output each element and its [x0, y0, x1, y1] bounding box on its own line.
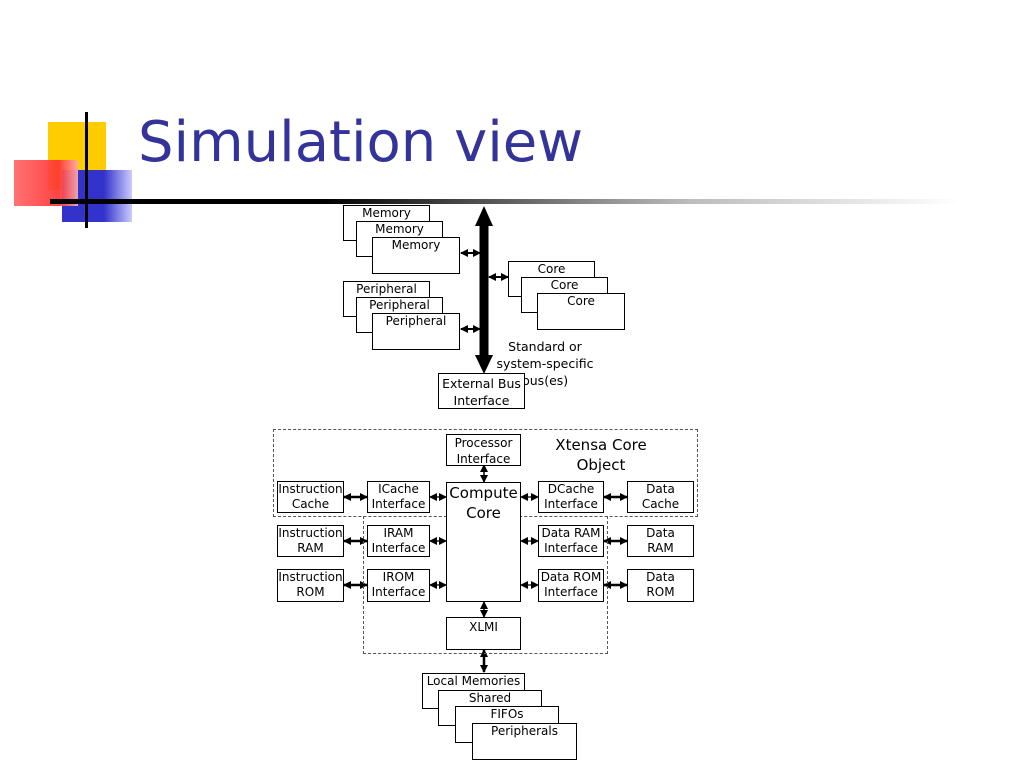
dcache-interface-box: DCache Interface	[538, 481, 604, 513]
xlmi-box: XLMI	[446, 617, 521, 650]
icache-interface-box: ICache Interface	[367, 481, 430, 513]
bus-label: Standard or system-specific bus(es)	[496, 339, 594, 388]
title-underline	[50, 199, 960, 204]
deco-vertical-line	[85, 112, 88, 228]
instruction-rom-box: Instruction ROM	[277, 569, 344, 602]
core-box-3: Core	[537, 293, 625, 330]
iram-interface-box: IRAM Interface	[367, 525, 430, 557]
data-rom-box: Data ROM	[627, 569, 694, 602]
compute-core-box: Compute Core	[446, 482, 521, 602]
data-cache-box: Data Cache	[627, 481, 694, 513]
data-ram-box: Data RAM	[627, 525, 694, 557]
data-ram-interface-box: Data RAM Interface	[538, 525, 604, 557]
irom-interface-box: IROM Interface	[367, 569, 430, 602]
instruction-ram-box: Instruction RAM	[277, 525, 344, 557]
peripheral-box-3: Peripheral	[372, 313, 460, 350]
deco-red-square	[14, 160, 78, 206]
processor-interface-box: Processor Interface	[446, 434, 521, 466]
xtensa-core-object-label: Xtensa Core Object	[555, 436, 647, 474]
xtensa-core-lower-region	[363, 516, 608, 654]
data-rom-interface-box: Data ROM Interface	[538, 569, 604, 602]
slide-title: Simulation view	[138, 110, 584, 175]
peripherals-box: Peripherals	[472, 723, 577, 760]
memory-box-3: Memory	[372, 237, 460, 274]
instruction-cache-box: Instruction Cache	[277, 481, 344, 513]
external-bus-interface-box: External Bus Interface	[438, 373, 525, 409]
